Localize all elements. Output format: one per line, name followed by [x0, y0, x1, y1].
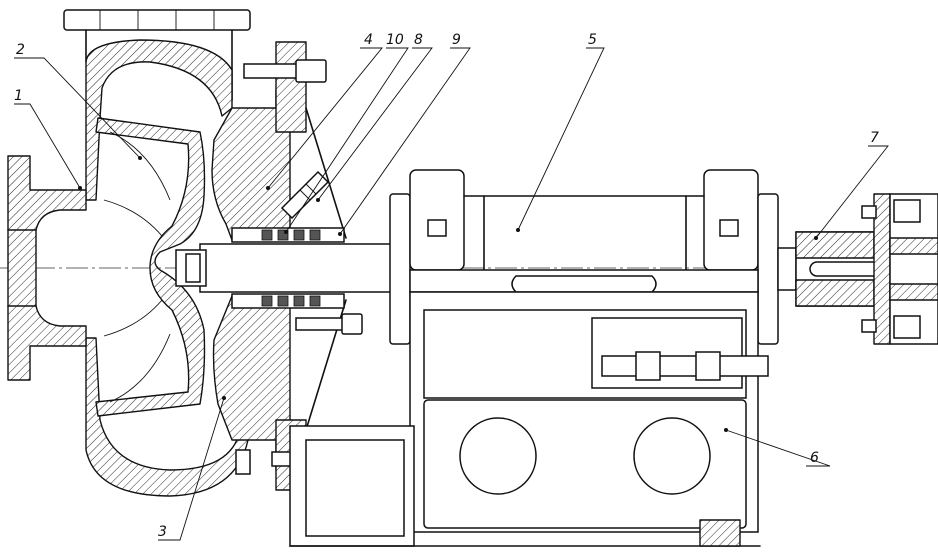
packing-seal	[231, 227, 345, 309]
callout-label-4: 4	[364, 32, 373, 48]
grease-nipple	[280, 170, 330, 220]
bearing-housing	[389, 169, 779, 345]
shaft	[175, 243, 393, 293]
bearing-frame	[289, 291, 769, 547]
impeller	[95, 117, 206, 417]
callout-label-5: 5	[588, 32, 597, 48]
discharge-nozzle	[63, 9, 251, 101]
callout-label-9: 9	[452, 32, 461, 48]
callout-label-1: 1	[14, 88, 23, 104]
leader-lines	[14, 47, 889, 541]
callout-label-7: 7	[870, 130, 879, 146]
seal-housing	[211, 41, 347, 491]
pump-casing	[7, 39, 249, 497]
callout-label-2: 2	[16, 42, 25, 58]
callout-label-10: 10	[386, 32, 404, 48]
coupling	[861, 193, 938, 345]
callout-label-3: 3	[158, 524, 167, 540]
callout-label-8: 8	[414, 32, 423, 48]
callout-label-6: 6	[810, 450, 819, 466]
drive-shaft	[777, 231, 889, 307]
